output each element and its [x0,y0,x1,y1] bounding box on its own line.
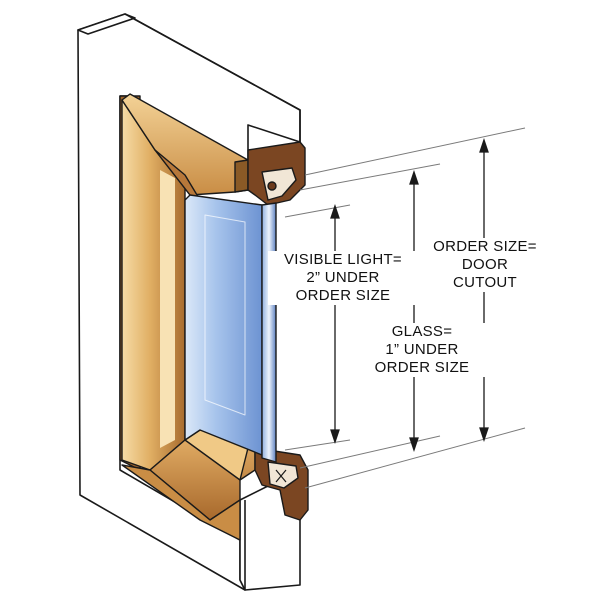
dimension-lines [284,127,526,489]
order-size-label: ORDER SIZE= DOOR CUTOUT [420,238,550,292]
glass-pane [184,194,277,463]
frame-bottom-rail [121,429,309,541]
glass-label-line-2: 1” UNDER [385,341,459,358]
visible-light-label: VISIBLE LIGHT= 2” UNDER ORDER SIZE [268,251,418,305]
order-size-label-line-1: ORDER SIZE= [433,238,537,255]
visible-light-label-line-3: ORDER SIZE [295,287,391,304]
glass-label-line-3: ORDER SIZE [374,359,470,376]
visible-light-label-line-2: 2” UNDER [306,269,380,286]
glass-label: GLASS= 1” UNDER ORDER SIZE [352,323,492,377]
visible-light-label-line-1: VISIBLE LIGHT= [284,251,402,268]
glass-label-line-1: GLASS= [391,323,453,340]
order-size-label-line-2: DOOR [461,256,509,273]
frame-top-rail [121,93,306,206]
order-size-label-line-3: CUTOUT [452,274,518,291]
